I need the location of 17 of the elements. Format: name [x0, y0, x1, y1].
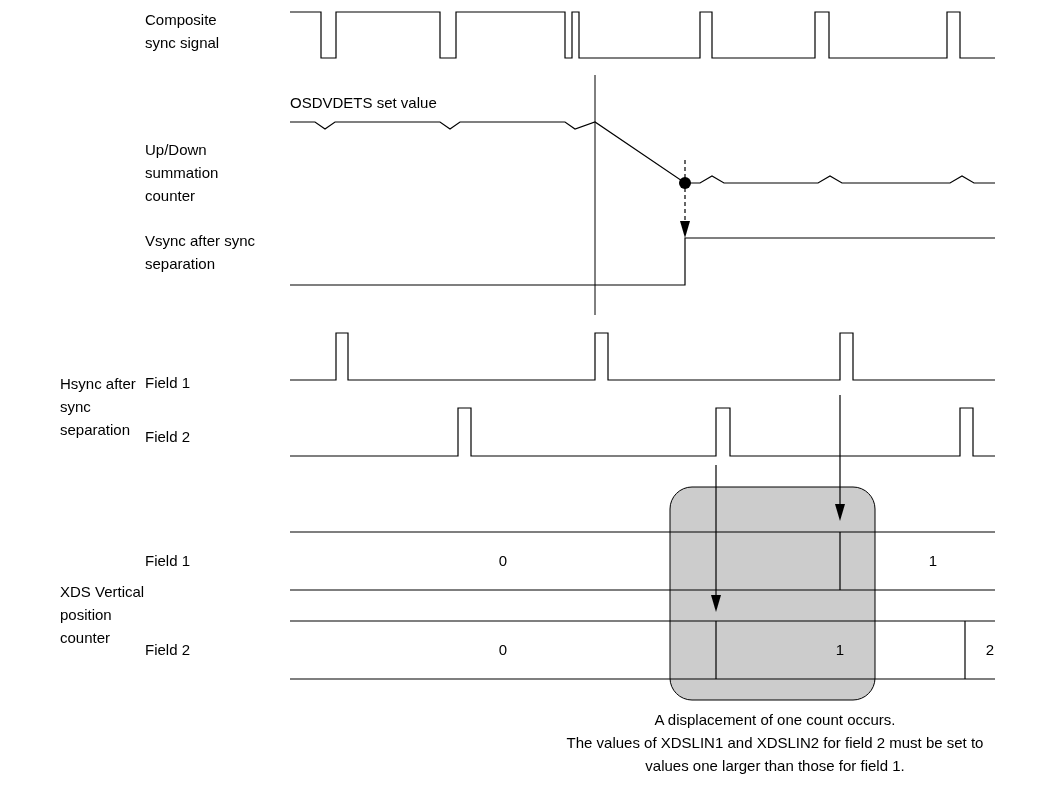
signal-label: Vsync after sync separation [145, 231, 257, 274]
signal-label: Composite sync signal [145, 10, 221, 53]
signal-label: Field 1 [145, 373, 192, 393]
signal-label: OSDVDETS set value [290, 93, 438, 113]
counter-value: 1 [927, 551, 939, 571]
signal-label: Field 1 [145, 551, 192, 571]
counter-value: 2 [984, 640, 996, 660]
signal-label: Hsync after sync separation [60, 374, 137, 440]
counter-value: 1 [834, 640, 846, 660]
signal-label: Field 2 [145, 427, 192, 447]
signal-label: XDS Vertical position counter [60, 582, 145, 648]
signal-label: Field 2 [145, 640, 192, 660]
note-text: The values of XDSLIN1 and XDSLIN2 for field 2 must be set to values one larger than those for field 1. [565, 733, 985, 776]
note-text: A displacement of one count occurs. [653, 710, 897, 730]
signal-label: Up/Down summation counter [145, 140, 220, 206]
counter-value: 0 [497, 640, 509, 660]
counter-value: 0 [497, 551, 509, 571]
